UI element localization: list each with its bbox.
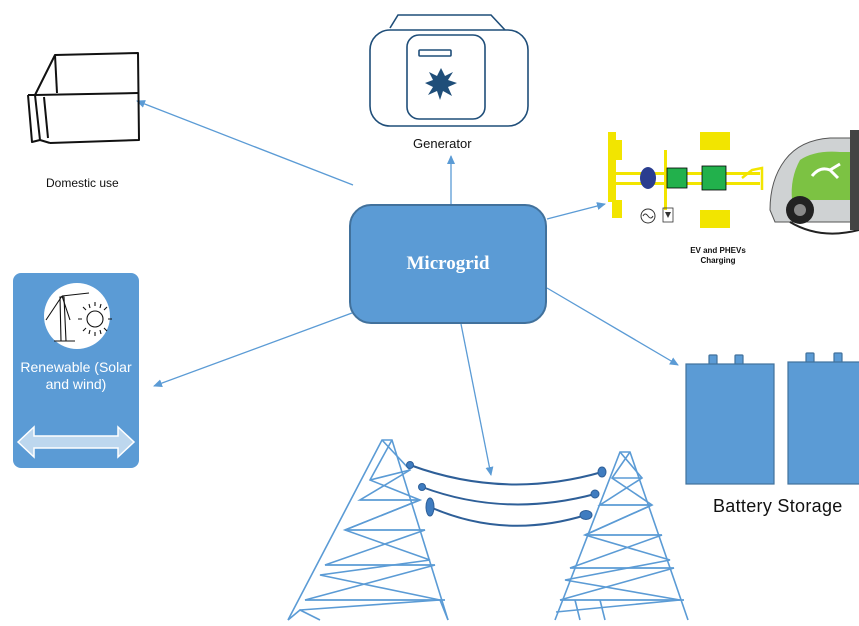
- microgrid-hub: Microgrid: [349, 204, 547, 324]
- connector-domestic: [136, 100, 354, 186]
- connector-battery: [546, 287, 679, 366]
- car-icon: [769, 130, 859, 235]
- hub-label: Microgrid: [406, 253, 490, 274]
- ev-label: EV and PHEVs Charging: [690, 246, 746, 265]
- wind-turbine-icon: [45, 292, 90, 342]
- connector-grid: [460, 323, 494, 476]
- transmission-tower-icon: [287, 439, 689, 621]
- generator-icon: [369, 14, 529, 127]
- battery-icon: [685, 352, 859, 485]
- power-lines: [409, 464, 603, 527]
- generator-label: Generator: [413, 136, 472, 151]
- house-icon: [27, 52, 140, 144]
- battery-label: Battery Storage: [713, 496, 843, 516]
- renewable-graphics: [16, 283, 136, 459]
- connector-renewable: [153, 312, 353, 387]
- insulators: [406, 461, 607, 520]
- domestic-label: Domestic use: [46, 176, 119, 190]
- renewable-card: Renewable (Solar and wind): [13, 273, 139, 468]
- sun-icon: [78, 302, 112, 336]
- ev-charging-icon: [608, 132, 764, 228]
- double-arrow-icon: [16, 425, 136, 459]
- renewable-label: Renewable (Solar and wind): [20, 359, 132, 392]
- connector-ev: [546, 202, 606, 220]
